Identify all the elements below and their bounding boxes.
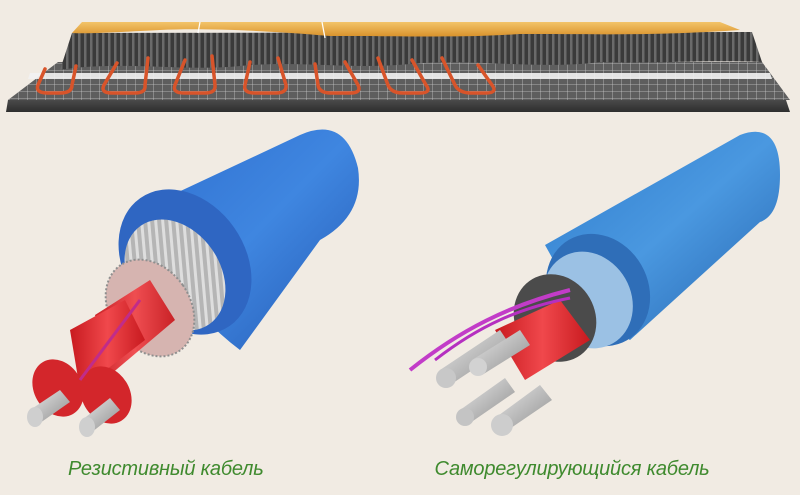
self-regulating-cable-illustration xyxy=(408,131,780,436)
floor-diagram xyxy=(6,21,790,112)
resistive-cable-caption: Резистивный кабель xyxy=(68,458,264,480)
self-regulating-cable-caption: Саморегулирующийся кабель xyxy=(434,458,710,480)
resistive-cable-illustration xyxy=(27,129,359,437)
